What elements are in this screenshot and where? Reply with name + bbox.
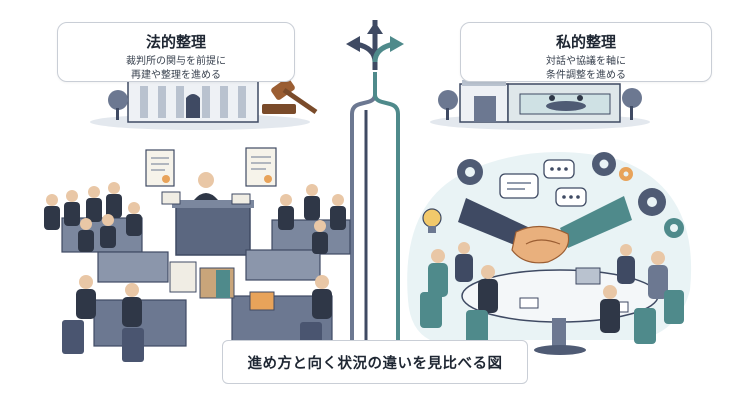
gavel-icon (262, 78, 318, 115)
legal-restructuring-label: 法的整理 裁判所の関与を前提に 再建や整理を進める (57, 22, 295, 82)
private-description-line-2: 条件調整を進める (546, 70, 626, 81)
private-restructuring-label: 私的整理 対話や協議を軸に 条件調整を進める (460, 22, 712, 82)
document-icon (145, 149, 175, 187)
lightbulb-icon (422, 208, 442, 233)
legal-description-line-2: 再建や整理を進める (131, 70, 221, 81)
speech-bubble-icon (555, 187, 587, 207)
handshake-icon (458, 196, 632, 264)
path-lines (350, 72, 400, 340)
gear-icon (638, 188, 666, 216)
direction-arrow-icon (346, 20, 404, 70)
legal-title: 法的整理 (145, 33, 206, 51)
gear-icon (664, 218, 684, 238)
speech-bubble-icon (543, 159, 575, 179)
speech-bubble-icon (499, 173, 539, 199)
negotiation-scene (407, 152, 692, 355)
private-title: 私的整理 (555, 33, 616, 51)
private-description-line-1: 対話や協議を軸に (546, 56, 626, 67)
document-icon (245, 147, 277, 187)
legal-description-line-1: 裁判所の関与を前提に (126, 56, 226, 67)
office-building-icon (430, 80, 650, 130)
courtroom-scene (44, 147, 351, 362)
gear-icon (592, 152, 616, 176)
gear-icon (619, 167, 633, 181)
diagram-caption: 進め方と向く状況の違いを見比べる図 (222, 340, 528, 384)
gear-icon (457, 159, 483, 185)
courthouse-icon (90, 59, 310, 130)
